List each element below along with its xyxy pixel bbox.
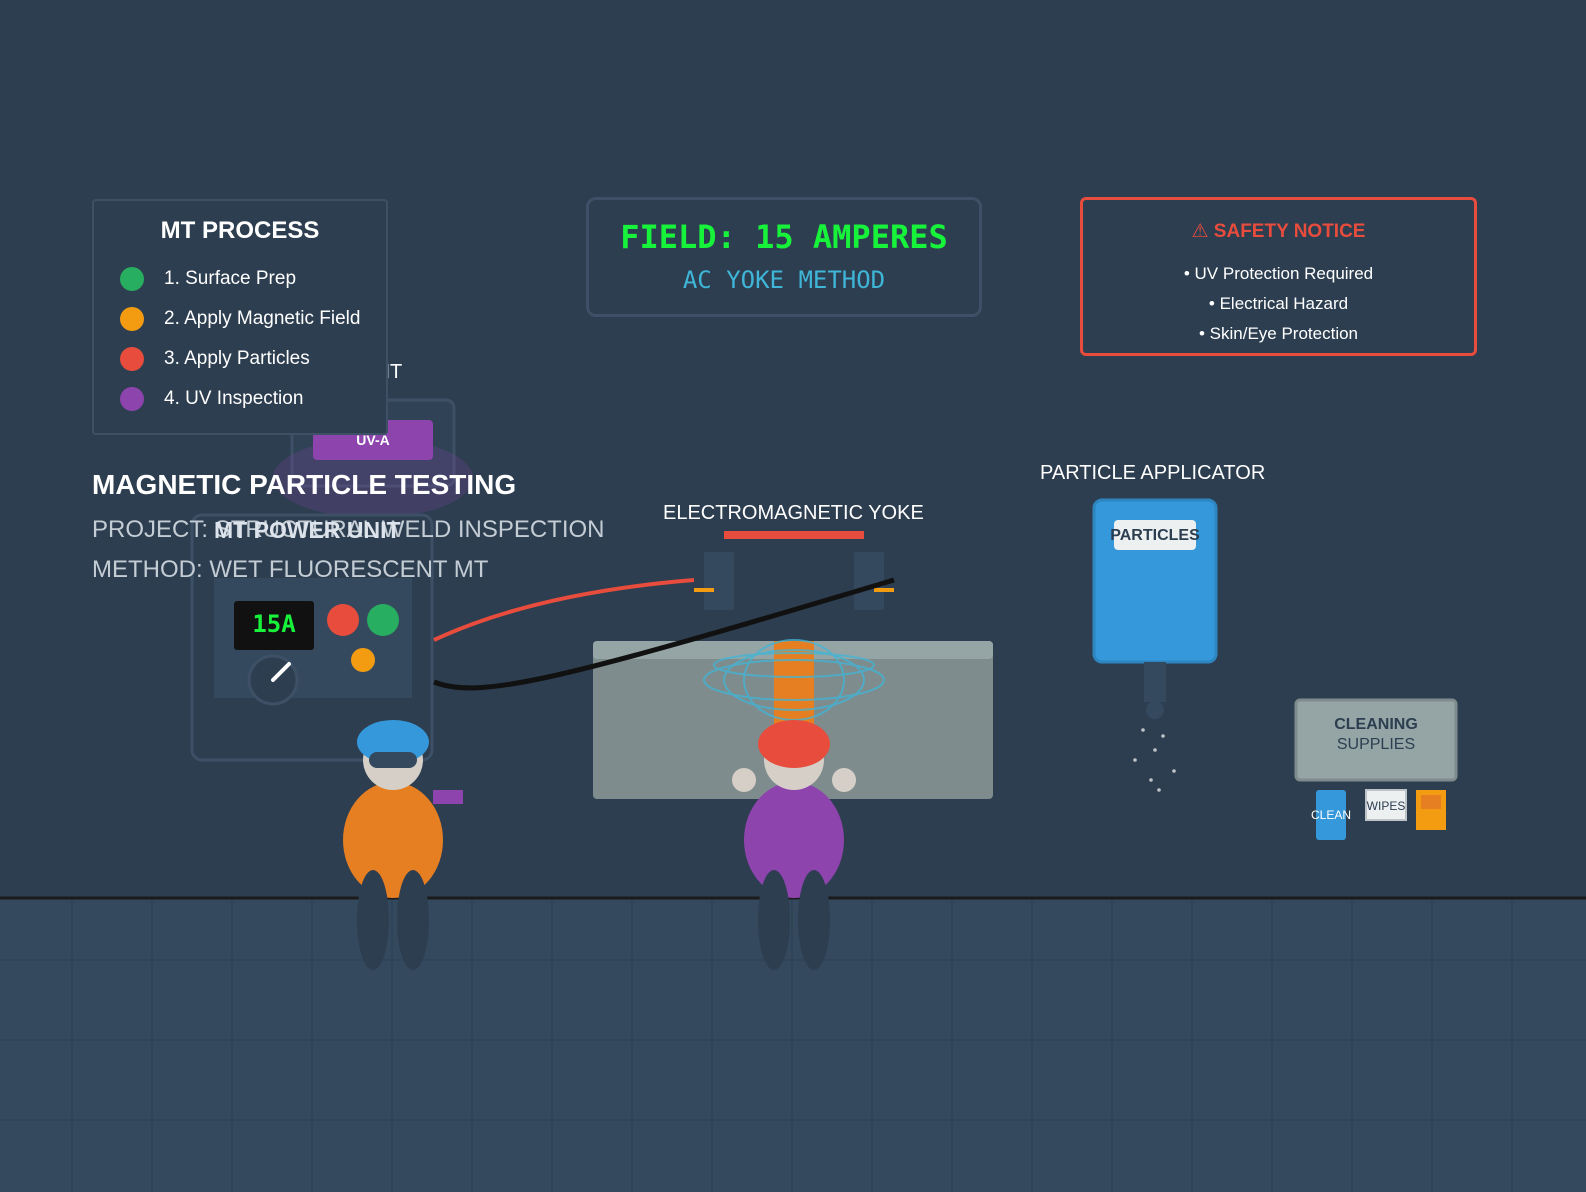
- process-step: 3. Apply Particles: [120, 345, 310, 373]
- floor-grid: [0, 898, 1586, 1192]
- technician-right-body: [744, 782, 844, 898]
- cleaner-can: [1316, 790, 1346, 840]
- nozzle-tip: [1146, 701, 1164, 719]
- safety-title: ⚠ SAFETY NOTICE: [1191, 221, 1366, 242]
- applicator-title: PARTICLE APPLICATOR: [1040, 462, 1266, 484]
- page-title: MAGNETIC PARTICLE TESTING: [92, 469, 517, 500]
- ammeter-display: [234, 601, 314, 650]
- process-step: 1. Surface Prep: [120, 265, 296, 293]
- process-panel: MT PROCESS 1. Surface Prep 2. Apply Magn…: [92, 199, 388, 435]
- safety-notice: ⚠ SAFETY NOTICE • UV Protection Required…: [1080, 197, 1477, 356]
- power-unit-label: MT POWER UNIT: [214, 517, 401, 543]
- step-dot: [120, 307, 144, 331]
- cleaning-box: [1294, 698, 1458, 782]
- yoke-pole-left: [694, 588, 714, 592]
- technician-right-hand: [732, 768, 756, 792]
- particle-spray: [1133, 728, 1176, 792]
- technician-left-leg: [357, 870, 389, 970]
- indicator-light: [351, 648, 375, 672]
- technician-left: [343, 720, 463, 970]
- step-label: 2. Apply Magnetic Field: [164, 308, 361, 329]
- safety-goggles: [369, 752, 417, 768]
- cleaning-title: CLEANING: [1334, 716, 1418, 733]
- wipes-pack: [1365, 789, 1407, 821]
- technician-right-helmet: [758, 720, 830, 768]
- floor: [0, 898, 1586, 1192]
- technician-right-leg: [758, 870, 790, 970]
- uv-torch: [433, 790, 463, 804]
- cleaning-subtitle: SUPPLIES: [1336, 736, 1416, 753]
- applicator-nozzle: [1144, 662, 1166, 702]
- safety-item: • Skin/Eye Protection: [1198, 324, 1359, 343]
- uv-lamp-tag: UV-A: [356, 432, 390, 448]
- ammeter-readout: 15A: [252, 610, 296, 638]
- technician-left-leg: [397, 870, 429, 970]
- technician-right: [732, 720, 856, 970]
- applicator-label: [1114, 520, 1196, 550]
- project-line: PROJECT: STRUCTURAL WELD INSPECTION: [92, 516, 605, 543]
- process-step: 2. Apply Magnetic Field: [120, 305, 360, 333]
- stop-button[interactable]: [327, 604, 359, 636]
- field-method: AC YOKE METHOD: [682, 266, 886, 294]
- developer-label: [1421, 795, 1441, 809]
- step-label: 3. Apply Particles: [164, 348, 310, 369]
- safety-item: • Electrical Hazard: [1208, 294, 1349, 313]
- yoke-leg-right: [854, 552, 884, 610]
- start-button[interactable]: [367, 604, 399, 636]
- yoke-leg-left: [704, 552, 734, 610]
- yoke-label: ELECTROMAGNETIC YOKE: [663, 502, 924, 524]
- yoke-bar: [724, 531, 864, 539]
- step-dot: [120, 347, 144, 371]
- step-label: 4. UV Inspection: [164, 388, 304, 409]
- field-display: FIELD: 15 AMPERES AC YOKE METHOD: [586, 197, 982, 317]
- knob-pointer: [271, 662, 291, 682]
- red-cable: [433, 578, 695, 642]
- applicator-tag: PARTICLES: [1110, 527, 1200, 544]
- technician-left-body: [343, 782, 443, 898]
- technician-right-leg: [798, 870, 830, 970]
- process-panel-title: MT PROCESS: [160, 217, 320, 244]
- field-strength: FIELD: 15 AMPERES: [620, 218, 948, 256]
- cleaner-label: CLEAN: [1310, 808, 1351, 822]
- step-dot: [120, 267, 144, 291]
- yoke-pole-right: [874, 588, 894, 592]
- process-step: 4. UV Inspection: [120, 385, 303, 413]
- method-line: METHOD: WET FLUORESCENT MT: [92, 556, 489, 583]
- black-cable: [433, 577, 895, 691]
- safety-item: • UV Protection Required: [1183, 264, 1374, 283]
- wipes-label: WIPES: [1366, 799, 1406, 813]
- step-dot: [120, 387, 144, 411]
- technician-right-hand: [832, 768, 856, 792]
- step-label: 1. Surface Prep: [164, 268, 297, 289]
- magnetic-field-lines: [703, 639, 885, 721]
